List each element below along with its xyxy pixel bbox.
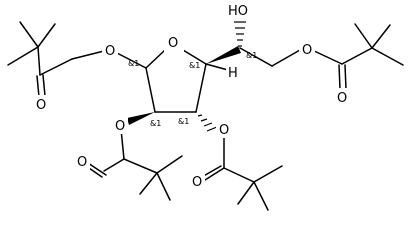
bond [145,49,166,69]
bond [7,46,39,66]
bond [344,64,347,90]
carbonyl-oxygen-3-label: O [192,175,202,190]
bond [103,158,125,172]
stereo-label-c4: &1 [189,61,200,70]
bond [204,167,225,181]
bond [156,155,183,174]
ester-oxygen-3-label: O [219,123,229,138]
bond [371,24,391,49]
bond [195,63,207,113]
bond [39,58,73,76]
bond [145,67,156,113]
chemical-structure: O HO H O O O O O O O O &1 &1 &1 &1 &1 [7,0,404,211]
atom-label-layer: O HO H O O O O O O O O [33,0,350,190]
bond [271,49,301,67]
bond [253,165,283,183]
ring-oxygen-label: O [168,36,178,51]
stereo-label-c2: &1 [150,119,161,128]
bond [87,162,107,176]
ester-oxygen-2-label: O [115,119,125,134]
ester-oxygen-4-label: O [302,43,312,58]
bond [36,75,40,98]
bond [19,21,39,48]
bond [42,74,46,97]
bond [205,63,229,71]
carbonyl-oxygen-1-label: O [36,98,46,113]
bond [239,47,273,67]
wedge-bond [206,46,241,64]
carbonyl-oxygen-2-label: O [77,155,87,170]
stereo-label-layer: &1 &1 &1 &1 &1 [128,51,257,128]
bond [338,64,341,90]
ester-oxygen-1-label: O [105,44,115,59]
bond [139,172,158,195]
bond [156,172,171,201]
bond [123,158,158,174]
bond [253,181,269,211]
stereo-label-c5: &1 [246,51,257,60]
bond [311,49,343,65]
bond [237,181,255,205]
carbonyl-oxygen-4-label: O [337,91,347,106]
hashed-bond [234,21,246,47]
bond [354,23,373,49]
hydroxyl-label: HO [228,4,248,19]
bond [371,47,404,66]
stereo-label-c3: &1 [178,117,189,126]
bond [223,167,255,183]
stereo-label-c1: &1 [128,59,139,68]
bond [37,23,56,48]
hashed-bond [197,114,218,132]
wedge-bond [127,112,155,125]
bond [71,50,105,60]
bond [37,46,41,76]
bond [114,51,147,69]
bond-layer [7,21,404,211]
ring-hydrogen-label: H [228,66,238,81]
bond [182,49,207,65]
bond [341,47,373,65]
